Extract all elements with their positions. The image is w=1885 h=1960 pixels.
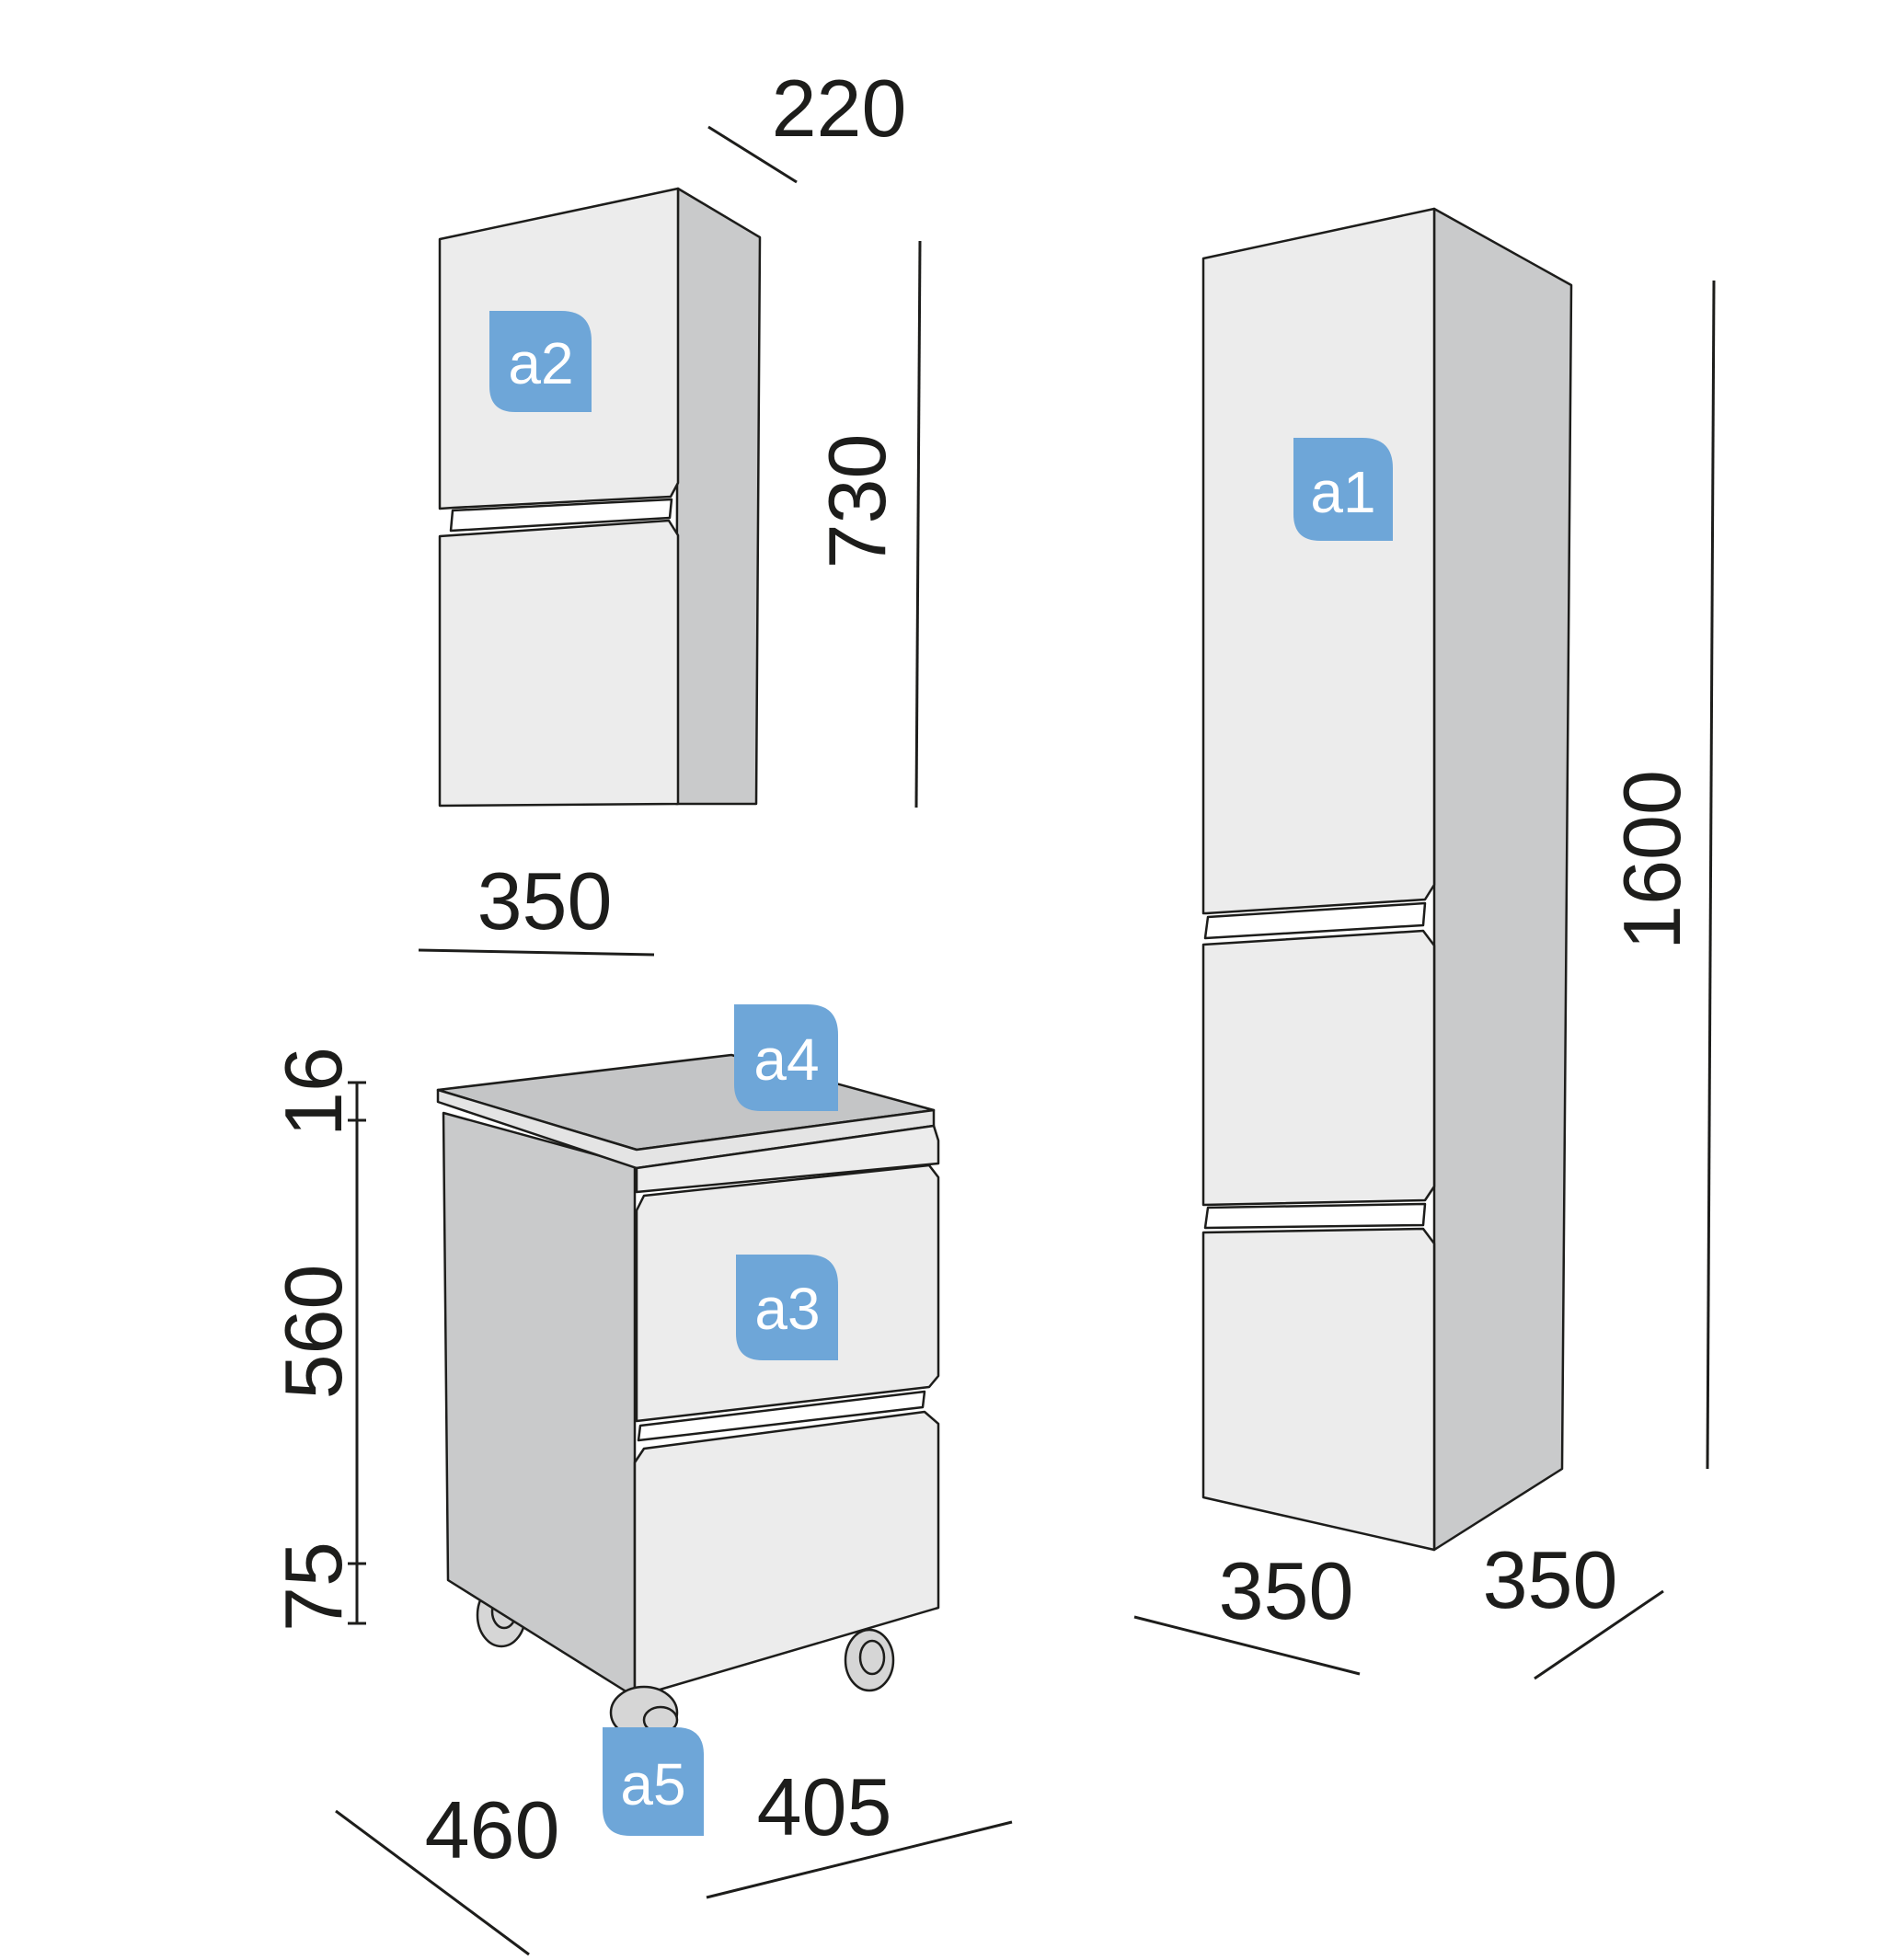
drawer-unit-frame [635, 1124, 940, 1194]
tall-cabinet-depth-line [1534, 1589, 1664, 1680]
wall-cabinet-width-label: 350 [477, 855, 613, 946]
drawer-unit-side [442, 1111, 637, 1699]
wall-cabinet-side [674, 187, 762, 806]
a4-badge-text: a4 [753, 1026, 819, 1093]
drawer-unit-width-label: 405 [757, 1761, 892, 1852]
tall-cabinet-handle-gap-1 [1203, 901, 1427, 940]
a2-badge-shape [489, 311, 592, 412]
wall-cabinet-lower-door [438, 519, 680, 808]
tall-cabinet-handle-gap-2 [1203, 1202, 1427, 1230]
wall-cabinet-depth-label: 220 [772, 63, 907, 154]
drawer-unit-drawer-gap [637, 1390, 926, 1442]
tall-cabinet: a1 [1201, 207, 1573, 1552]
a2-badge-text: a2 [508, 330, 573, 396]
drawer-unit-wheel-right [844, 1628, 895, 1692]
wall-cabinet-width-line [418, 948, 655, 957]
drawer-unit: a3 a4 a5 [436, 1004, 940, 1836]
tall-cabinet-height-line [1706, 280, 1716, 1470]
drawer-unit-depth-label: 460 [425, 1784, 560, 1875]
a1-badge-text: a1 [1310, 459, 1375, 525]
a5-badge-text: a5 [620, 1751, 685, 1817]
a5-badge-shape [603, 1727, 704, 1836]
drawer-unit-top-thickness-label: 16 [268, 1047, 359, 1137]
drawer-unit-body-height-label: 560 [268, 1265, 359, 1400]
a3-badge-text: a3 [754, 1276, 820, 1342]
a5-badge: a5 [603, 1727, 704, 1836]
a2-badge: a2 [489, 311, 592, 412]
wall-cabinet-height-line [914, 240, 922, 808]
wall-cabinet-height-label: 730 [811, 434, 902, 569]
drawer-unit-depth-line [335, 1809, 530, 1956]
tall-cabinet-depth-label: 350 [1483, 1534, 1618, 1625]
a4-badge-shape [734, 1004, 838, 1111]
wall-cabinet-handle-gap [449, 498, 673, 533]
drawer-unit-lower-drawer [633, 1410, 940, 1699]
wall-cabinet: a2 [438, 187, 762, 808]
a1-badge-shape [1293, 438, 1393, 541]
a1-badge: a1 [1293, 438, 1393, 541]
tall-cabinet-upper-door [1201, 207, 1436, 915]
tall-cabinet-width-line [1133, 1615, 1361, 1676]
a3-badge: a3 [736, 1255, 838, 1360]
tall-cabinet-width-label: 350 [1219, 1545, 1354, 1636]
tall-cabinet-side [1432, 207, 1573, 1552]
a4-badge: a4 [734, 1004, 838, 1111]
a3-badge-shape [736, 1255, 838, 1360]
tall-cabinet-middle-door [1201, 929, 1436, 1207]
wall-cabinet-depth-line [707, 125, 798, 184]
drawer-unit-wheel-height-label: 75 [268, 1542, 359, 1632]
tall-cabinet-lower-door [1201, 1227, 1436, 1552]
tall-cabinet-height-label: 1600 [1606, 770, 1697, 950]
drawer-unit-width-line [706, 1820, 1013, 1899]
